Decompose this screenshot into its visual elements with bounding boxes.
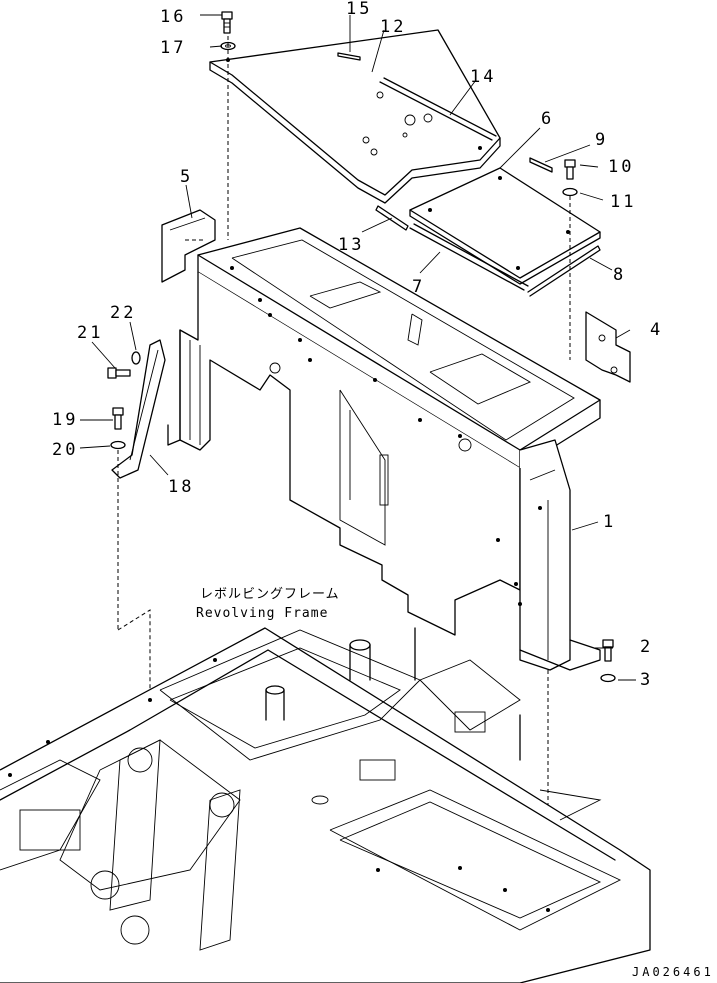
callout-12: 12 xyxy=(380,17,406,37)
top-cover-plate xyxy=(209,29,501,204)
washer-20 xyxy=(110,440,126,450)
callout-5: 5 xyxy=(180,167,193,187)
rubber-strip-15 xyxy=(337,52,361,61)
bolt-19 xyxy=(112,407,124,430)
frame-label-jp: レボルビングフレーム xyxy=(200,587,340,602)
callout-13: 13 xyxy=(338,235,364,255)
stay-18 xyxy=(111,339,166,479)
callout-7: 7 xyxy=(412,277,425,297)
washer-22 xyxy=(131,351,141,365)
side-cover-plate xyxy=(409,167,601,285)
bracket-4 xyxy=(585,311,631,383)
washer-11 xyxy=(562,187,578,197)
callout-labels: 1 2 3 4 5 6 7 8 9 10 11 12 13 14 15 16 1… xyxy=(52,0,663,690)
callout-4: 4 xyxy=(650,320,663,340)
washer-3 xyxy=(600,673,616,683)
bolt-16 xyxy=(221,11,233,34)
callout-18: 18 xyxy=(168,477,194,497)
seal-strip-8 xyxy=(527,245,601,297)
frame-label-en: Revolving Frame xyxy=(196,606,328,621)
seal-strip-7 xyxy=(409,223,529,291)
callout-2: 2 xyxy=(640,637,653,657)
bolt-10 xyxy=(564,159,576,180)
callout-9: 9 xyxy=(595,130,608,150)
callout-21: 21 xyxy=(77,323,103,343)
callout-20: 20 xyxy=(52,440,78,460)
callout-15: 15 xyxy=(346,0,372,19)
rubber-strip-14 xyxy=(379,77,497,141)
callout-1: 1 xyxy=(603,512,616,532)
main-frame xyxy=(167,227,601,671)
strip-9 xyxy=(529,157,553,173)
callout-22: 22 xyxy=(110,303,136,323)
callout-6: 6 xyxy=(541,109,554,129)
bracket-5 xyxy=(161,209,216,283)
bolt-2 xyxy=(602,639,614,662)
bolt-21 xyxy=(107,367,131,379)
callout-14: 14 xyxy=(470,67,496,87)
leader-lines xyxy=(79,14,636,681)
callout-10: 10 xyxy=(608,157,634,177)
callout-3: 3 xyxy=(640,670,653,690)
seal-strip-13 xyxy=(375,205,409,231)
drawing-code: JA026461 xyxy=(632,965,714,979)
callout-8: 8 xyxy=(613,265,626,285)
callout-19: 19 xyxy=(52,410,78,430)
callout-17: 17 xyxy=(160,38,186,58)
callout-11: 11 xyxy=(610,192,636,212)
callout-16: 16 xyxy=(160,7,186,27)
revolving-frame xyxy=(0,627,651,983)
